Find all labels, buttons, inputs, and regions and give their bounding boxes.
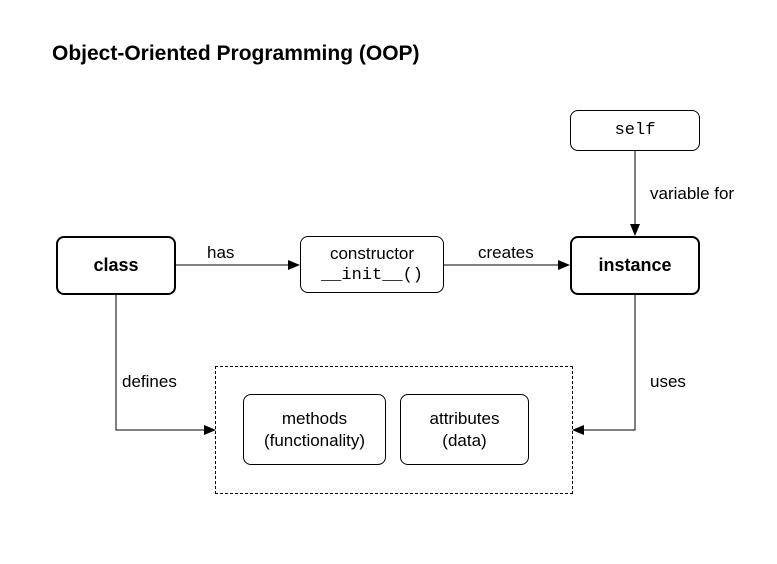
edge-label-variable-for: variable for [650, 184, 735, 203]
node-class: class [56, 236, 176, 295]
node-instance: instance [570, 236, 700, 295]
edge-label-uses: uses [650, 372, 686, 391]
edge-label-creates: creates [478, 243, 534, 262]
edge-uses [572, 295, 636, 435]
edge-defines [115, 295, 216, 435]
node-methods: methods (functionality) [243, 394, 386, 465]
node-class-label: class [93, 255, 139, 275]
node-attributes: attributes (data) [400, 394, 529, 465]
node-methods-line2: (functionality) [263, 430, 366, 450]
diagram-title: Object-Oriented Programming (OOP) [52, 42, 420, 65]
methods-attributes-group [215, 366, 573, 494]
node-self: self [570, 110, 700, 151]
node-constructor: constructor __init__() [300, 236, 444, 293]
node-self-label: self [614, 120, 656, 140]
node-attributes-line1: attributes [429, 408, 500, 428]
node-attributes-line2: (data) [442, 430, 487, 450]
node-constructor-line1: constructor [329, 243, 415, 263]
node-instance-label: instance [598, 255, 672, 275]
edge-label-has: has [207, 243, 235, 262]
edge-label-defines: defines [122, 372, 177, 391]
node-methods-line1: methods [281, 408, 348, 428]
node-constructor-line2: __init__() [320, 265, 424, 285]
